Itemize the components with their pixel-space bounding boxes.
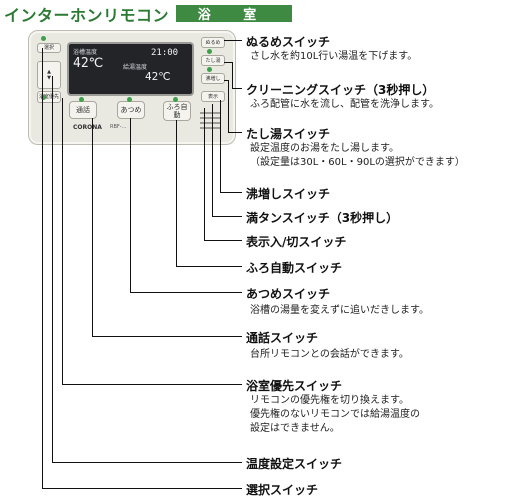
leader-boil-v <box>220 100 221 192</box>
lcd-display: 浴槽温度 42℃ 給湯温度 21:00 42℃ <box>67 42 194 96</box>
lcd-time: 21:00 <box>151 48 179 58</box>
leader-select-h <box>42 488 242 489</box>
leader-display-v <box>204 108 205 240</box>
label-boil: 沸増しスイッチ <box>246 187 331 201</box>
leader-temp-v <box>52 76 53 462</box>
brand-logo: CORONA <box>73 124 102 131</box>
leader-priority-h <box>62 384 242 385</box>
priority-led-icon <box>41 95 46 100</box>
leader-furo-h <box>176 266 242 267</box>
leader-full-v <box>212 104 213 216</box>
leader-call-h <box>92 336 242 337</box>
select-led-icon <box>41 36 46 41</box>
select-button[interactable]: 選択 <box>37 43 61 53</box>
label-display-toggle: 表示入/切スイッチ <box>246 235 347 249</box>
furo-auto-button[interactable]: ふろ自動 <box>163 101 191 121</box>
leader-tashi-b <box>228 80 229 132</box>
leader-select-v <box>42 48 43 488</box>
speaker-grille <box>200 112 220 132</box>
room-tag: 浴 室 <box>176 5 292 23</box>
label-nurume: ぬるめスイッチ <box>246 35 331 49</box>
page-title: インターホンリモコン <box>4 6 170 25</box>
label-temp-setting: 温度設定スイッチ <box>246 457 343 471</box>
desc-priority-3: 設定はできません。 <box>250 423 340 434</box>
lcd-supply-label: 給湯温度 <box>123 64 148 71</box>
label-cleaning: クリーニングスイッチ（3秒押し） <box>246 83 435 97</box>
atsume-led-icon <box>127 97 132 102</box>
leader-boil-h <box>220 192 242 193</box>
leader-cleaning-a <box>224 62 232 63</box>
tashiyu-button[interactable]: たし湯 <box>201 55 225 66</box>
leader-priority-v <box>62 98 63 384</box>
lcd-bath-label: 浴槽温度 <box>73 49 98 56</box>
desc-priority-1: リモコンの優先権を切り換えます。 <box>250 395 409 406</box>
leader-tashi-c <box>228 132 242 133</box>
desc-nurume: さし水を約10L行い湯温を下げます。 <box>250 51 418 62</box>
leader-atsume-h <box>130 292 242 293</box>
bath-priority-button[interactable]: 浴室優先 <box>37 91 61 103</box>
desc-tashiyu-1: 設定温度のお湯をたし湯します。 <box>250 143 399 154</box>
lcd-supply-temp: 42℃ <box>145 70 171 83</box>
leader-call-v <box>92 118 93 336</box>
nurume-button[interactable]: ぬるめ <box>201 37 225 48</box>
leader-temp-h <box>52 462 242 463</box>
label-furo-auto: ふろ自動スイッチ <box>246 261 343 275</box>
temp-setting-button[interactable]: ▲▼ <box>37 61 61 89</box>
lcd-bath-temp: 42℃ <box>73 56 104 71</box>
leader-atsume-v <box>130 118 131 292</box>
leader-full-h <box>212 216 242 217</box>
leader-cleaning-b <box>232 62 233 88</box>
desc-cleaning: ふろ配管に水を流し、配管を洗浄します。 <box>250 99 439 110</box>
leader-cleaning-c <box>232 88 242 89</box>
label-call: 通話スイッチ <box>246 331 319 345</box>
call-button[interactable]: 通話 <box>69 101 97 119</box>
label-bath-priority: 浴室優先スイッチ <box>246 379 343 393</box>
boil-button[interactable]: 沸増し <box>201 73 225 84</box>
desc-priority-2: 優先権のないリモコンでは給湯温度の <box>250 409 420 420</box>
furo-auto-led-icon <box>173 97 178 102</box>
boil-led-icon <box>207 67 212 72</box>
tashiyu-led-icon <box>207 49 212 54</box>
label-tashiyu: たし湯スイッチ <box>246 127 331 141</box>
desc-call: 台所リモコンとの会話ができます。 <box>250 349 409 360</box>
atsume-button[interactable]: あつめ <box>117 101 145 119</box>
label-full-tank: 満タンスイッチ（3秒押し） <box>246 211 399 225</box>
label-atsume: あつめスイッチ <box>246 287 331 301</box>
model-number: RBF-… <box>110 124 127 130</box>
leader-tashi-a <box>224 80 228 81</box>
leader-nurume <box>224 40 242 41</box>
leader-display-h <box>204 240 242 241</box>
display-toggle-button[interactable]: 表示 <box>201 91 225 102</box>
desc-tashiyu-2: （設定量は30L・60L・90Lの選択ができます） <box>250 157 465 168</box>
desc-atsume: 浴槽の湯量を変えずに追いだきします。 <box>250 305 429 316</box>
leader-furo-v <box>176 120 177 266</box>
label-select: 選択スイッチ <box>246 483 319 497</box>
call-led-icon <box>79 97 84 102</box>
